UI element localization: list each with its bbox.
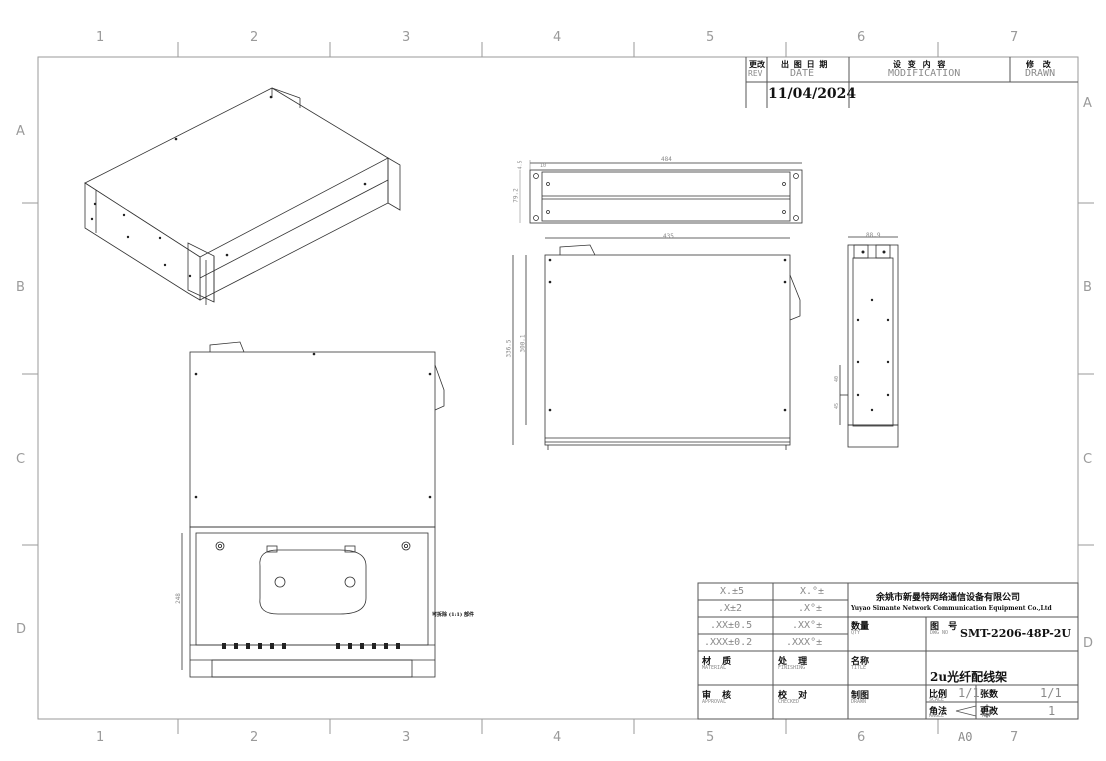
tolerance-linear-2: .XX±0.5	[710, 620, 753, 631]
projection-symbol	[955, 704, 994, 718]
front-ear-holes	[533, 173, 799, 221]
dwg-no-label-en: DWG NO	[930, 630, 949, 636]
zone-bottom-3: 3	[402, 730, 411, 745]
finishing-label-en: FINISHING	[778, 665, 806, 671]
modification-header-en: MODIFICATION	[888, 68, 961, 79]
dim-side-h1: 40	[834, 375, 841, 383]
zone-right-a: A	[1083, 96, 1092, 111]
title-block	[697, 582, 1079, 720]
dim-top-depth-inner: 300.1	[519, 334, 527, 353]
zone-bottom-2: 2	[250, 730, 259, 745]
side-view-holes	[856, 250, 890, 412]
drawn-header-en: DRAWN	[1025, 68, 1056, 79]
tolerance-linear-0: X.±5	[720, 586, 745, 597]
finishing-label-cn: 处 理	[778, 657, 812, 667]
sheets-label-cn: 张数	[980, 690, 999, 700]
zone-left-c: C	[16, 452, 26, 467]
zone-top-6: 6	[857, 30, 866, 45]
revision-block	[745, 57, 1078, 108]
rev-value: 1	[1048, 704, 1056, 718]
front-view	[529, 162, 803, 224]
adapter-row	[194, 352, 432, 649]
part-title: 2u光纤配线架	[930, 670, 1008, 684]
dim-tray-depth: 248	[174, 593, 182, 604]
angle-label-cn: 角法	[929, 707, 948, 717]
drawn-header-cn: 修 改	[1026, 59, 1054, 69]
tolerance-angular-3: .XXX°±	[786, 637, 823, 648]
tolerance-angular-0: X.°±	[800, 586, 825, 597]
plan-view	[181, 341, 445, 678]
zone-bottom-6: 6	[857, 730, 866, 745]
isometric-view	[84, 87, 401, 305]
rev-header-cn: 更改	[749, 59, 765, 69]
zone-top-7: 7	[1010, 30, 1019, 45]
drawn-label-en: DRAWN	[851, 699, 867, 705]
zone-left-d: D	[16, 622, 27, 637]
rev-header-en: REV	[748, 69, 763, 78]
company-name-cn: 余姚市新曼特网络通信设备有限公司	[876, 593, 1021, 603]
date-header-cn: 出 图 日 期	[781, 59, 829, 69]
zone-right-d: D	[1083, 636, 1094, 651]
zone-bottom-7: 7	[1010, 730, 1019, 745]
scale-value: 1/1	[958, 686, 980, 700]
zone-right-c: C	[1083, 452, 1093, 467]
zone-top-5: 5	[706, 30, 715, 45]
top-view	[512, 237, 801, 450]
zone-top-4: 4	[553, 30, 562, 45]
zone-top-3: 3	[402, 30, 411, 45]
checked-label-cn: 校 对	[778, 691, 812, 701]
drawing-number: SMT-2206-48P-2U	[960, 627, 1072, 640]
dim-top-width: 435	[663, 233, 674, 240]
side-view	[839, 236, 899, 448]
zone-left-b: B	[16, 280, 25, 295]
tolerance-angular-2: .XX°±	[792, 620, 823, 631]
scale-label-cn: 比例	[929, 690, 948, 700]
zone-bottom-5: 5	[706, 730, 715, 745]
tolerance-linear-1: .X±2	[718, 603, 743, 614]
dim-front-width: 484	[661, 156, 672, 163]
dim-front-height: 79.2	[512, 188, 520, 203]
tolerance-angular-1: .X°±	[798, 603, 823, 614]
approval-label-cn: 审 核	[702, 691, 736, 701]
tray-note: 可拆除 (1:1) 部件	[432, 612, 475, 618]
dim-front-ear2: 10	[540, 163, 547, 169]
revision-date-value: 11/04/2024	[768, 86, 857, 102]
dim-top-depth-outer: 336.5	[505, 339, 513, 358]
title-label-en: TITLE	[851, 665, 867, 671]
isometric-holes	[90, 95, 367, 278]
scale-label-en: SCALE	[929, 697, 945, 703]
company-name-en: Yuyao Simante Network Communication Equi…	[851, 605, 1052, 612]
zone-bottom-1: 1	[96, 730, 105, 745]
zone-bottom-4: 4	[553, 730, 562, 745]
rev-label-en: REV	[982, 713, 992, 719]
qty-label-cn: 数量	[851, 622, 870, 632]
zone-top-1: 1	[96, 30, 105, 45]
rev-label-cn: 更改	[980, 707, 999, 717]
approval-label-en: APPROVAL	[702, 699, 727, 705]
zone-left-a: A	[16, 124, 25, 139]
checked-label-en: CHECKED	[778, 699, 800, 705]
paper-size: A0	[958, 730, 973, 744]
dim-front-ear: 4.5	[517, 160, 524, 170]
date-header-en: DATE	[790, 68, 815, 79]
zone-top-2: 2	[250, 30, 259, 45]
modification-header-cn: 设 变 内 容	[893, 59, 948, 69]
qty-label-en: QTY	[851, 630, 861, 636]
dwg-no-label-cn: 图 号	[930, 622, 961, 632]
sheet-border	[37, 56, 1079, 720]
front-dim-lines	[519, 160, 531, 223]
plan-view-screws	[215, 541, 411, 551]
dim-side-width: 88.9	[866, 232, 881, 239]
title-label-cn: 名称	[851, 657, 870, 667]
tolerance-linear-3: .XXX±0.2	[704, 637, 753, 648]
top-view-holes	[548, 258, 787, 412]
drawn-label-cn: 制图	[851, 691, 870, 701]
dim-side-h2: 45	[834, 402, 841, 410]
material-label-en: MATERIAL	[702, 665, 727, 671]
material-label-cn: 材 质	[702, 657, 736, 667]
angle-label-en: ANGLE	[929, 713, 945, 719]
sheets-value: 1/1	[1040, 686, 1062, 700]
zone-right-b: B	[1083, 280, 1092, 295]
